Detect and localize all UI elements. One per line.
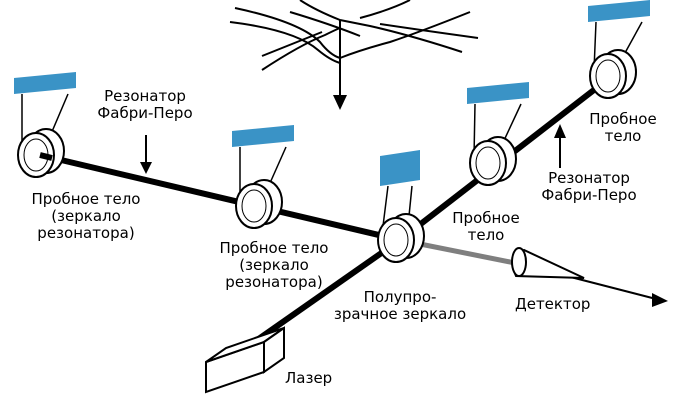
mirror-far-right <box>588 0 650 99</box>
label-test-mass-far-left: Пробное тело (зеркало резонатора) <box>31 190 141 242</box>
wave-direction-arrow <box>333 20 347 110</box>
suspension-plate <box>588 0 650 22</box>
suspension-plate <box>14 72 76 94</box>
gravitational-wave-pattern <box>229 0 479 71</box>
detector-cone <box>511 247 668 307</box>
beam-left-arm <box>39 152 401 243</box>
beam-laser <box>248 237 402 348</box>
suspension-plate <box>380 150 420 186</box>
label-beam-splitter: Полупро- зрачное зеркало <box>333 288 467 323</box>
label-detector: Детектор <box>515 295 591 313</box>
label-left-resonator: Резонатор Фабри-Перо <box>97 87 193 122</box>
label-right-resonator: Резонатор Фабри-Перо <box>541 169 637 204</box>
label-test-mass-far-right: Пробное тело <box>589 110 657 145</box>
suspension-plate <box>232 125 294 147</box>
mirror-inner-right <box>467 82 529 186</box>
label-arrows <box>140 124 566 174</box>
mirror-far-left <box>14 72 76 178</box>
mirror-inner-left <box>232 125 294 229</box>
mirror-beam-splitter <box>377 150 425 263</box>
label-test-mass-inner-right: Пробное тело <box>452 209 520 244</box>
laser-box <box>205 326 285 394</box>
label-laser: Лазер <box>285 369 333 387</box>
beam-stub <box>39 152 53 161</box>
label-test-mass-inner-left: Пробное тело (зеркало резонатора) <box>219 239 329 291</box>
suspension-plate <box>467 82 529 104</box>
